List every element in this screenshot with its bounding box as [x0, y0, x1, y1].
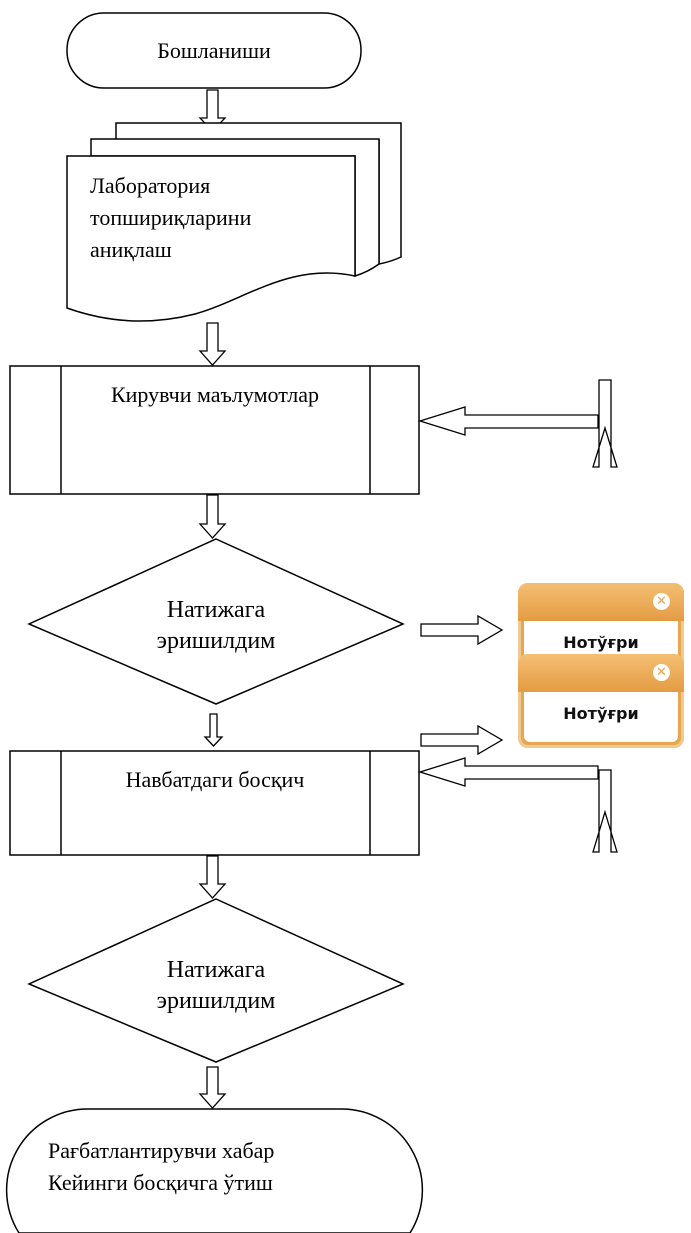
popup-2-title-bar: ✕ — [518, 654, 684, 692]
close-circle-icon[interactable]: ✕ — [653, 593, 670, 610]
popup-1-label: Нотўғри — [563, 633, 639, 652]
decision-1-line-2: эришилдим — [157, 628, 276, 654]
close-circle-icon[interactable]: ✕ — [653, 664, 670, 681]
input-process-box — [9, 365, 420, 495]
arrow-left-2 — [417, 757, 599, 787]
decision-2-line-1: Натижага — [167, 957, 266, 983]
end-line-1: Рағбатлантирувчи хабар — [48, 1138, 274, 1163]
next-step-label: Навбатдаги босқич — [126, 767, 305, 792]
decision-2-line-2: эришилдим — [157, 988, 276, 1014]
arrow-down-2 — [198, 322, 227, 366]
end-line-2: Кейинги босқичга ўтиш — [48, 1170, 273, 1195]
multi-document-shape — [66, 122, 402, 322]
error-popup-2: ✕ Нотўғри — [518, 654, 684, 748]
document-line-2: топшириқларини — [90, 205, 252, 230]
input-process-label: Кирувчи маълумотлар — [111, 382, 319, 407]
popup-2-body: Нотўғри — [524, 692, 678, 742]
arrow-up-1b — [592, 379, 618, 468]
arrow-left-1 — [417, 406, 599, 436]
arrow-down-4 — [203, 713, 224, 747]
arrow-down-3 — [198, 494, 227, 539]
next-step-box — [9, 750, 420, 856]
decision-diamond-1 — [27, 538, 405, 705]
start-label: Бошланиши — [157, 38, 271, 63]
start-terminator — [66, 12, 362, 89]
arrow-right-2 — [420, 724, 504, 756]
arrow-right-1 — [420, 614, 504, 646]
end-terminator — [5, 1108, 424, 1233]
arrow-up-2 — [592, 769, 618, 853]
document-line-3: аниқлаш — [90, 237, 172, 262]
document-line-1: Лаборатория — [90, 173, 210, 198]
arrow-down-6 — [198, 1066, 227, 1109]
popup-1-title-bar: ✕ — [518, 583, 684, 621]
decision-diamond-2 — [27, 898, 405, 1063]
arrow-down-5 — [198, 855, 227, 899]
popup-2-label: Нотўғри — [563, 704, 639, 723]
decision-1-line-1: Натижага — [167, 597, 266, 623]
